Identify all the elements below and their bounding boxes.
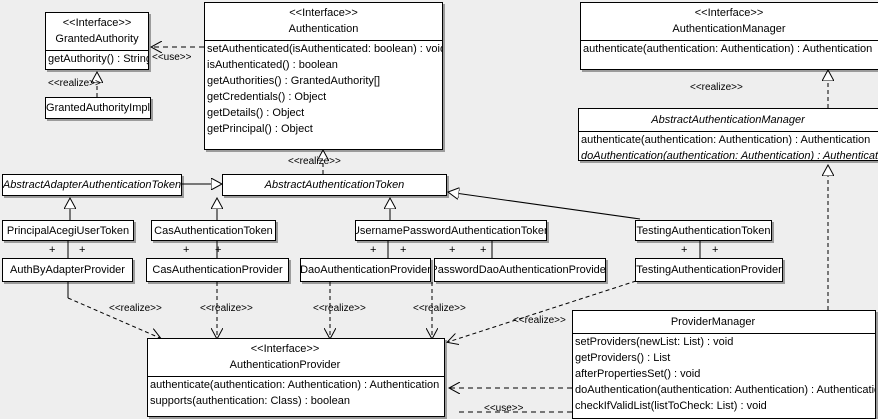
association-marker-plus: +	[400, 244, 407, 256]
class-name: AuthByAdapterProvider	[10, 264, 125, 276]
class-name: GrantedAuthority	[55, 33, 139, 45]
class-name: PasswordDaoAuthenticationProvider	[434, 264, 606, 276]
operation: authenticate(authentication: Authenticat…	[583, 43, 873, 55]
operation: doAuthentication(authentication: Authent…	[581, 150, 878, 161]
compartment-divider	[46, 50, 148, 51]
association-marker-plus: +	[681, 244, 688, 256]
relationship-label-realize-authentication: <<realize>>	[288, 156, 341, 167]
class-name: GrantedAuthorityImpl	[46, 102, 150, 114]
stereotype-label: <<Interface>>	[289, 7, 358, 19]
operation: getPrincipal() : Object	[207, 123, 313, 135]
class-box-abstract-adapter-authentication-token[interactable]: AbstractAdapterAuthenticationToken	[2, 174, 182, 196]
operation: setProviders(newList: List) : void	[575, 336, 734, 348]
class-box-authentication-provider[interactable]: <<Interface>> AuthenticationProvider aut…	[147, 338, 445, 417]
compartment-divider	[579, 131, 878, 132]
class-box-cas-authentication-provider[interactable]: CasAuthenticationProvider	[146, 258, 289, 282]
relationship-label-realize-provider-4: <<realize>>	[413, 303, 466, 314]
class-name: AbstractAdapterAuthenticationToken	[2, 179, 182, 191]
relationship-label-realize-authentication-manager: <<realize>>	[690, 82, 743, 93]
relationship-label-use-provider-manager: <<use>>	[484, 403, 524, 414]
compartment-divider	[573, 333, 875, 334]
stereotype-label: <<Interface>>	[694, 7, 764, 19]
class-name: TestingAuthenticationToken	[636, 224, 771, 237]
class-box-authentication-manager[interactable]: <<Interface>> AuthenticationManager auth…	[580, 2, 878, 70]
relationship-label-realize-provider-manager: <<realize>>	[513, 315, 566, 326]
class-name: AbstractAuthenticationManager	[651, 114, 805, 126]
stereotype-label: <<Interface>>	[250, 343, 320, 355]
operation: getAuthority() : String	[48, 53, 149, 65]
operation: afterPropertiesSet() : void	[575, 368, 701, 380]
class-box-cas-authentication-token[interactable]: CasAuthenticationToken	[151, 220, 276, 241]
class-box-username-password-authentication-token[interactable]: UsernamePasswordAuthenticationToken	[355, 220, 547, 241]
association-marker-plus: +	[370, 244, 377, 256]
class-header: ProviderManager	[573, 311, 875, 333]
operations-compartment: setAuthenticated(isAuthenticated: boolea…	[205, 41, 442, 137]
operations-compartment: setProviders(newList: List) : void getPr…	[573, 334, 875, 414]
class-name: ProviderManager	[670, 316, 756, 328]
operation: getProviders() : List	[575, 352, 671, 364]
operations-compartment: authenticate(authentication: Authenticat…	[581, 41, 878, 57]
operation: getDetails() : Object	[207, 107, 305, 119]
operation: getCredentials() : Object	[207, 91, 327, 103]
operation: setAuthenticated(isAuthenticated: boolea…	[207, 43, 443, 55]
association-marker-plus: +	[215, 244, 222, 256]
class-box-testing-authentication-token[interactable]: TestingAuthenticationToken	[635, 220, 772, 241]
class-name: TestingAuthenticationProvider	[636, 264, 782, 276]
relationship-label-realize-provider-3: <<realize>>	[313, 303, 366, 314]
operation: checkIfValidList(listToCheck: List) : vo…	[575, 400, 767, 412]
class-name: DaoAuthenticationProvider	[300, 264, 431, 276]
association-marker-plus: +	[79, 244, 86, 256]
operations-compartment: getAuthority() : String	[46, 51, 148, 67]
class-header: <<Interface>> AuthenticationProvider	[148, 339, 444, 376]
association-marker-plus: +	[712, 244, 719, 256]
operation: supports(authentication: Class) : boolea…	[150, 395, 350, 407]
class-box-abstract-authentication-token[interactable]: AbstractAuthenticationToken	[222, 174, 447, 196]
relationship-label-use-granted-authority: <<use>>	[152, 52, 192, 63]
class-header: <<Interface>> AuthenticationManager	[581, 3, 878, 40]
relationship-label-realize-provider-2: <<realize>>	[200, 303, 253, 314]
relationship-label-realize-provider-1: <<realize>>	[109, 303, 162, 314]
compartment-divider	[205, 40, 442, 41]
operation: isAuthenticated() : boolean	[207, 59, 338, 71]
class-box-provider-manager[interactable]: ProviderManager setProviders(newList: Li…	[572, 310, 876, 419]
compartment-divider	[148, 376, 444, 377]
class-name: AuthenticationManager	[672, 23, 786, 35]
class-box-granted-authority[interactable]: <<Interface>> GrantedAuthority getAuthor…	[45, 12, 149, 70]
association-marker-plus: +	[449, 244, 456, 256]
class-box-password-dao-authentication-provider[interactable]: PasswordDaoAuthenticationProvider	[434, 258, 606, 282]
operations-compartment: authenticate(authentication: Authenticat…	[579, 132, 878, 161]
class-box-principal-acegi-user-token[interactable]: PrincipalAcegiUserToken	[2, 220, 134, 241]
compartment-divider	[581, 40, 878, 41]
class-box-authentication[interactable]: <<Interface>> Authentication setAuthenti…	[204, 2, 443, 150]
class-name: AbstractAuthenticationToken	[264, 179, 405, 191]
class-name: CasAuthenticationToken	[154, 224, 273, 237]
class-header: <<Interface>> GrantedAuthority	[46, 13, 148, 50]
association-marker-plus: +	[183, 244, 190, 256]
operation: authenticate(authentication: Authenticat…	[150, 379, 440, 391]
class-box-auth-by-adapter-provider[interactable]: AuthByAdapterProvider	[2, 258, 133, 282]
class-name: PrincipalAcegiUserToken	[6, 224, 130, 237]
association-marker-plus: +	[49, 244, 56, 256]
class-box-dao-authentication-provider[interactable]: DaoAuthenticationProvider	[300, 258, 431, 282]
class-name: AuthenticationProvider	[229, 359, 341, 371]
class-name: UsernamePasswordAuthenticationToken	[355, 224, 547, 237]
class-box-granted-authority-impl[interactable]: GrantedAuthorityImpl	[45, 97, 151, 119]
association-marker-plus: +	[480, 244, 487, 256]
class-header: <<Interface>> Authentication	[205, 3, 442, 40]
operation: doAuthentication(authentication: Authent…	[575, 384, 876, 396]
operation: authenticate(authentication: Authenticat…	[581, 134, 871, 146]
class-name: Authentication	[288, 23, 359, 35]
class-name: CasAuthenticationProvider	[152, 264, 283, 276]
class-box-abstract-authentication-manager[interactable]: AbstractAuthenticationManager authentica…	[578, 108, 878, 161]
operation: getAuthorities() : GrantedAuthority[]	[207, 75, 381, 87]
class-header: AbstractAuthenticationManager	[579, 109, 878, 131]
operations-compartment: authenticate(authentication: Authenticat…	[148, 377, 444, 409]
stereotype-label: <<Interface>>	[62, 17, 132, 29]
relationship-label-realize-granted-authority-impl: <<realize>>	[48, 78, 101, 89]
class-box-testing-authentication-provider[interactable]: TestingAuthenticationProvider	[635, 258, 783, 282]
